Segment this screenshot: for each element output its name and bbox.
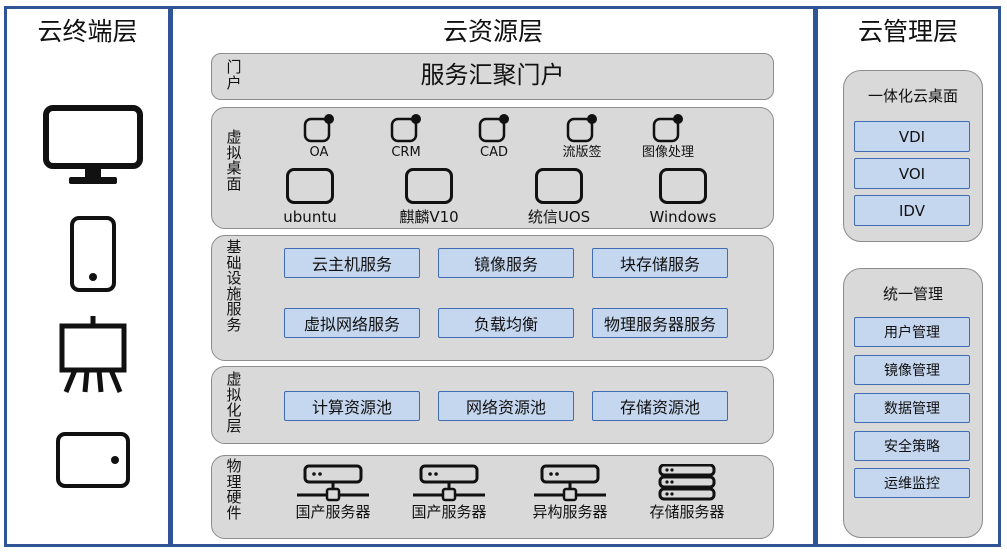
server-icon [534, 464, 606, 502]
integrated-desktop-group: 一体化云桌面 VDI VOI IDV [843, 70, 983, 242]
os-label: Windows [649, 208, 717, 226]
physical-hardware-panel: 物理硬件 国产服务器 国产服务器 [211, 455, 774, 539]
resource-layer-title: 云资源层 [442, 17, 543, 46]
app-label: 流版签 [562, 145, 602, 160]
os-kylin: 麒麟V10 [374, 168, 484, 226]
os-windows: Windows [628, 168, 738, 226]
app-window-icon [652, 114, 683, 143]
mgmt-image[interactable]: 镜像管理 [854, 355, 970, 385]
app-window-icon [478, 114, 509, 143]
mgmt-user[interactable]: 用户管理 [854, 317, 970, 347]
management-layer-title: 云管理层 [857, 17, 958, 46]
terminal-layer-title: 云终端层 [37, 17, 138, 46]
portal-title: 服务汇聚门户 [420, 61, 565, 89]
server-icon [297, 464, 369, 502]
app-oa: OA [284, 113, 354, 161]
management-layer-column: 云管理层 一体化云桌面 VDI VOI IDV 统一管理 用户管理 镜像管理 数… [815, 6, 1001, 547]
os-ubuntu: ubuntu [255, 168, 365, 226]
os-label: 统信UOS [527, 208, 591, 226]
infrastructure-panel: 基础设施服务 云主机服务 镜像服务 块存储服务 虚拟网络服务 负载均衡 物理服务… [211, 235, 774, 361]
service-physical-server[interactable]: 物理服务器服务 [592, 308, 728, 338]
server-label: 存储服务器 [649, 503, 725, 521]
server-domestic-2: 国产服务器 [394, 464, 504, 521]
monitor-icon [43, 105, 143, 184]
tablet-icon [56, 432, 130, 488]
phone-icon [70, 216, 116, 292]
app-label: CAD [480, 145, 508, 160]
storage-server-icon [658, 464, 716, 501]
app-label: 图像处理 [641, 145, 694, 160]
desktop-window-icon [535, 168, 583, 204]
server-label: 国产服务器 [295, 503, 371, 521]
unified-management-group: 统一管理 用户管理 镜像管理 数据管理 安全策略 运维监控 [843, 268, 983, 538]
virtualization-label: 虚拟化层 [226, 370, 242, 435]
os-label: 麒麟V10 [399, 208, 459, 226]
unified-management-title: 统一管理 [882, 285, 943, 303]
portal-label: 门户 [226, 58, 242, 92]
service-virtual-network[interactable]: 虚拟网络服务 [284, 308, 420, 338]
desktop-window-icon [405, 168, 453, 204]
server-storage: 存储服务器 [632, 464, 742, 521]
app-liubanqian: 流版签 [547, 113, 617, 161]
server-label: 国产服务器 [411, 503, 487, 521]
os-label: ubuntu [283, 208, 337, 226]
server-label: 异构服务器 [532, 503, 608, 521]
virtual-desktop-panel: 虚拟桌面 OA CRM CAD [211, 107, 774, 229]
infrastructure-label: 基础设施服务 [226, 238, 242, 334]
mgmt-voi[interactable]: VOI [854, 158, 970, 189]
service-block-storage[interactable]: 块存储服务 [592, 248, 728, 278]
app-cad: CAD [459, 113, 529, 161]
mgmt-security-policy[interactable]: 安全策略 [854, 431, 970, 461]
app-window-icon [390, 114, 421, 143]
service-load-balancing[interactable]: 负载均衡 [438, 308, 574, 338]
app-label: OA [309, 145, 329, 160]
physical-hardware-label: 物理硬件 [226, 457, 242, 522]
resource-layer-column: 云资源层 门户 服务汇聚门户 虚拟桌面 OA CRM CAD [170, 6, 816, 547]
mgmt-vdi[interactable]: VDI [854, 121, 970, 152]
mgmt-data[interactable]: 数据管理 [854, 393, 970, 423]
app-label: CRM [391, 145, 421, 160]
app-crm: CRM [371, 113, 441, 161]
virtual-desktop-label: 虚拟桌面 [226, 128, 242, 193]
whiteboard-icon [59, 316, 127, 393]
app-window-icon [303, 114, 334, 143]
terminal-layer-column: 云终端层 [4, 6, 171, 547]
service-image[interactable]: 镜像服务 [438, 248, 574, 278]
server-icon [413, 464, 485, 502]
pool-network[interactable]: 网络资源池 [438, 391, 574, 421]
integrated-desktop-title: 一体化云桌面 [867, 87, 958, 105]
server-domestic-1: 国产服务器 [278, 464, 388, 521]
portal-panel: 门户 服务汇聚门户 [211, 53, 774, 100]
pool-storage[interactable]: 存储资源池 [592, 391, 728, 421]
pool-compute[interactable]: 计算资源池 [284, 391, 420, 421]
app-image-processing: 图像处理 [633, 113, 703, 161]
desktop-window-icon [286, 168, 334, 204]
service-cloud-host[interactable]: 云主机服务 [284, 248, 420, 278]
mgmt-idv[interactable]: IDV [854, 195, 970, 226]
mgmt-ops-monitoring[interactable]: 运维监控 [854, 468, 970, 498]
os-uos: 统信UOS [504, 168, 614, 226]
virtualization-panel: 虚拟化层 计算资源池 网络资源池 存储资源池 [211, 366, 774, 444]
desktop-window-icon [659, 168, 707, 204]
app-window-icon [566, 114, 597, 143]
server-heterogeneous: 异构服务器 [515, 464, 625, 521]
